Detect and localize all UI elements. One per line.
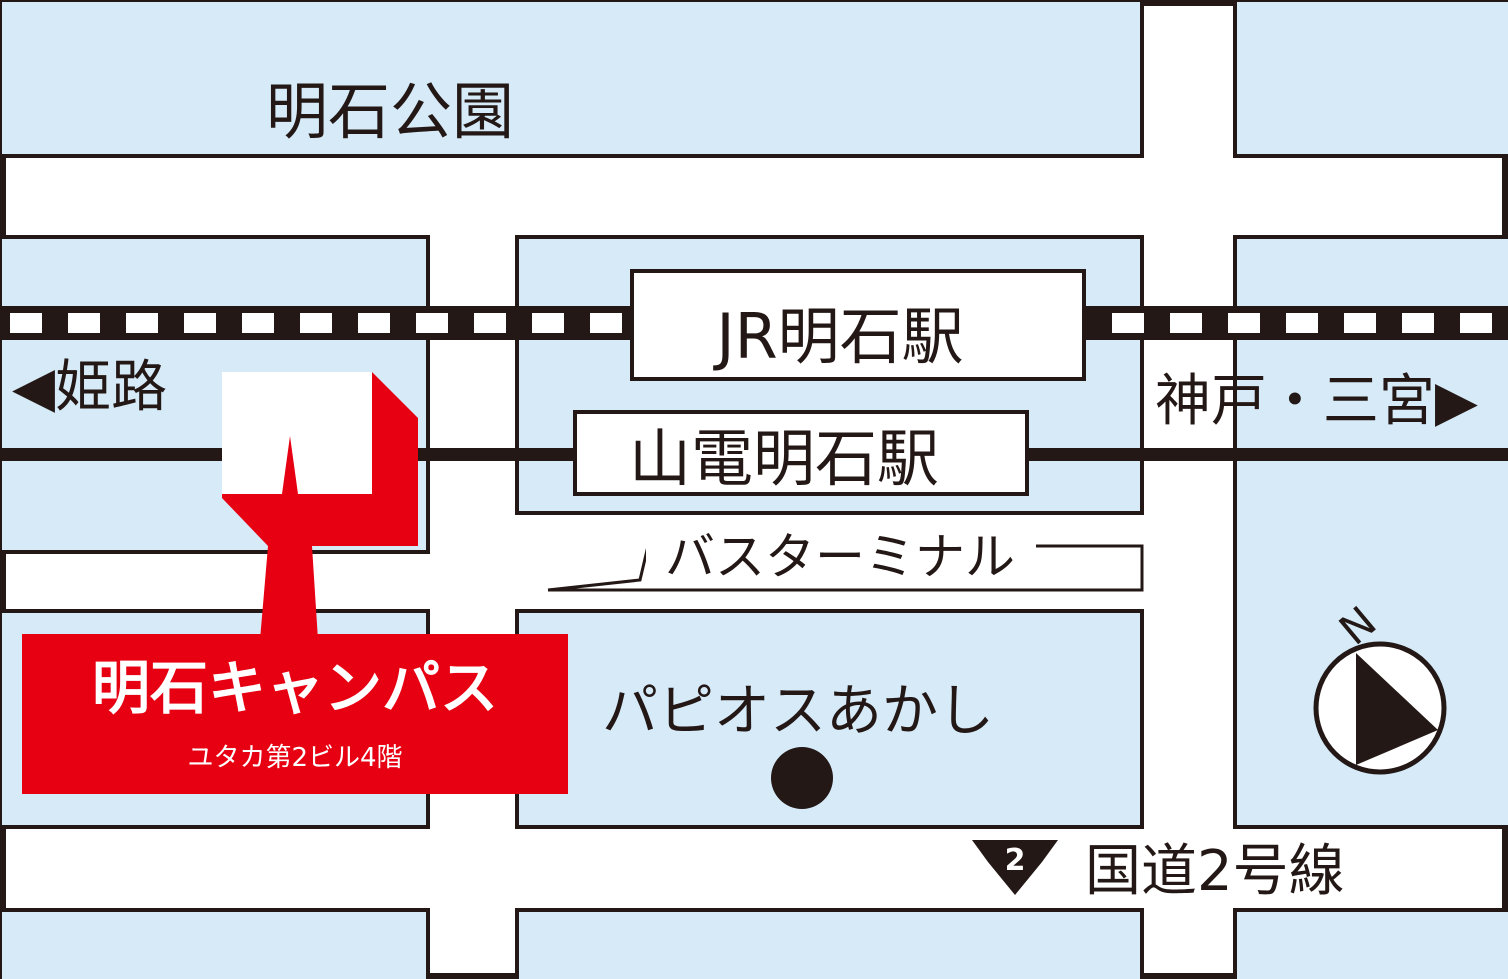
campus-name: 明石キャンパス bbox=[91, 654, 498, 722]
block-northeast bbox=[1233, 0, 1508, 158]
route-shield-number: 2 bbox=[1005, 843, 1026, 878]
campus-building: ユタカ第2ビル4階 bbox=[187, 743, 403, 773]
track-tie bbox=[474, 313, 506, 333]
block-south-east bbox=[1233, 908, 1508, 979]
track-tie bbox=[184, 313, 216, 333]
track-tie bbox=[126, 313, 158, 333]
block-south-west bbox=[0, 908, 430, 979]
route-label: 国道2号線 bbox=[1085, 839, 1345, 904]
bus-terminal-label: バスターミナル bbox=[665, 528, 1015, 586]
west-direction-label: ◀姫路 bbox=[12, 355, 167, 420]
park-label: 明石公園 bbox=[266, 75, 514, 148]
track-tie bbox=[590, 313, 622, 333]
sanden-station-label: 山電明石駅 bbox=[629, 422, 939, 495]
jr-track-ties bbox=[10, 313, 1492, 333]
block-park bbox=[0, 0, 1144, 158]
track-tie bbox=[1170, 313, 1202, 333]
east-direction-label: 神戸・三宮▶ bbox=[1155, 369, 1478, 434]
track-tie bbox=[68, 313, 100, 333]
route-shield-icon: 2 bbox=[972, 840, 1058, 895]
track-tie bbox=[1286, 313, 1318, 333]
track-tie bbox=[1344, 313, 1376, 333]
track-tie bbox=[416, 313, 448, 333]
track-tie bbox=[358, 313, 390, 333]
campus-callout bbox=[22, 634, 568, 794]
sanden-station-box bbox=[573, 410, 1029, 496]
mall-label: パピオスあかし bbox=[602, 679, 994, 744]
jr-station-label: JR明石駅 bbox=[712, 300, 963, 373]
track-tie bbox=[532, 313, 564, 333]
track-tie bbox=[10, 313, 42, 333]
track-tie bbox=[1460, 313, 1492, 333]
track-tie bbox=[242, 313, 274, 333]
track-tie bbox=[1112, 313, 1144, 333]
bus-terminal-label-bg bbox=[646, 520, 1036, 582]
dot-marker-icon bbox=[771, 747, 833, 809]
location-pin-icon bbox=[222, 372, 418, 640]
track-tie bbox=[1228, 313, 1260, 333]
track-tie bbox=[1402, 313, 1434, 333]
jr-station-box bbox=[630, 269, 1086, 381]
track-tie bbox=[300, 313, 332, 333]
block-south-center bbox=[515, 908, 1144, 979]
